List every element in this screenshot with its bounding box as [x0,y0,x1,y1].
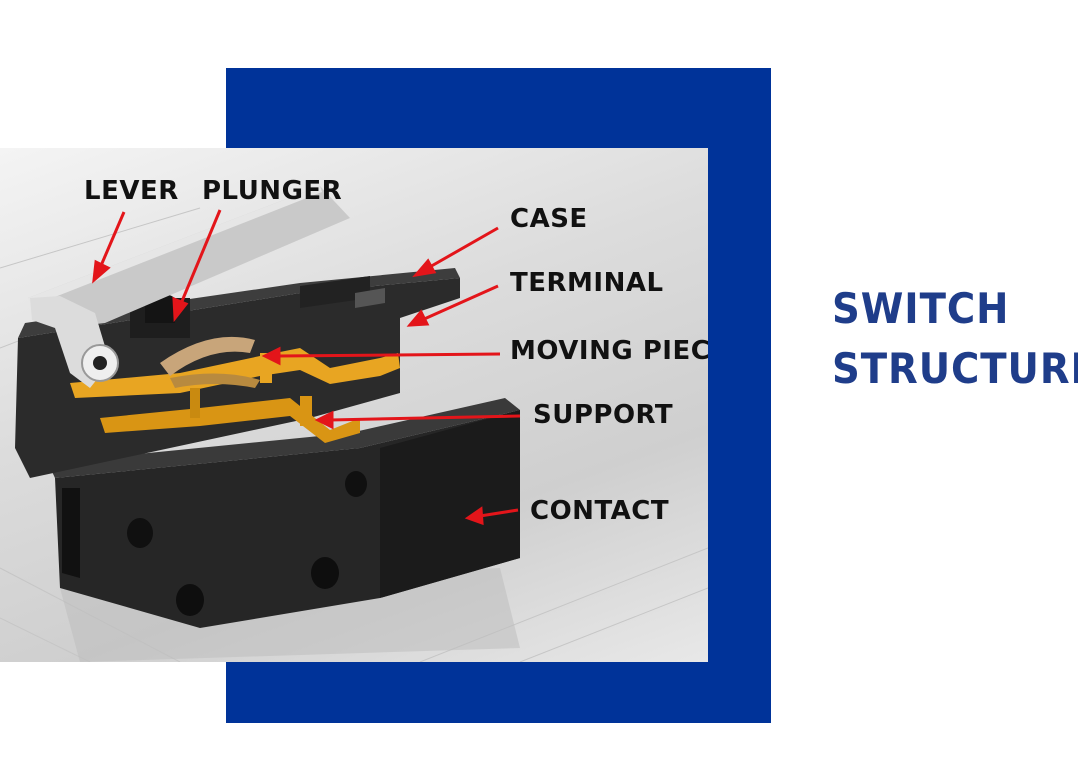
label-support: SUPPORT [533,400,674,430]
label-contact: CONTACT [530,496,670,526]
arrow-lever [98,211,126,269]
arrow-contact-head [464,506,484,526]
switch-illustration: LEVER PLUNGER CASE TERMINAL MOVING PIECE… [0,148,708,662]
brass-internals [70,336,400,443]
label-lever: LEVER [84,176,179,206]
arrow-plunger-head [172,296,189,323]
switch-cutaway-drawing [0,186,708,662]
arrow-case-head [412,258,437,278]
lower-housing [48,398,520,628]
lever [28,186,350,388]
label-terminal: TERMINAL [510,268,664,298]
arrow-contact [479,508,519,518]
arrow-case [427,226,499,270]
title-line-1: SWITCH [832,284,1010,333]
arrow-support [329,414,521,422]
arrow-moving-piece-head [261,346,281,366]
title-line-2: STRUCTURE [832,344,1078,393]
arrow-terminal-head [406,309,430,327]
label-plunger: PLUNGER [202,176,343,206]
arrow-support-head [314,410,334,430]
label-case: CASE [510,204,588,234]
arrow-terminal [421,284,499,322]
callout-arrows [92,209,521,526]
arrow-moving-piece [277,352,501,358]
arrow-plunger [178,209,222,307]
label-moving-piece: MOVING PIECE [510,336,708,366]
arrow-lever-head [92,259,111,284]
